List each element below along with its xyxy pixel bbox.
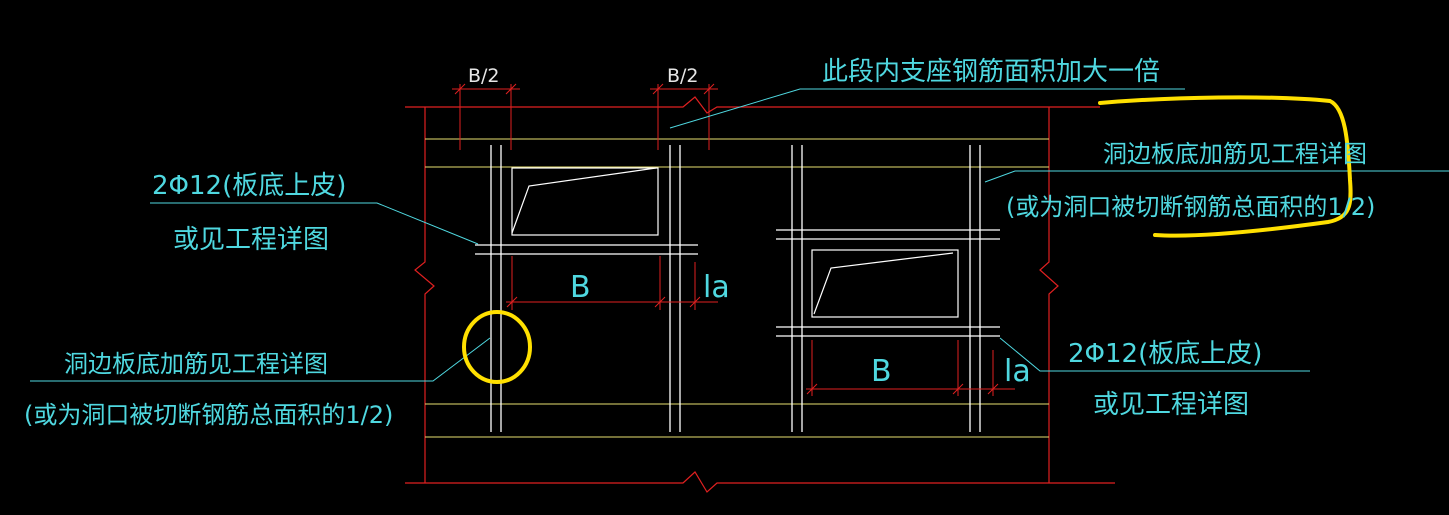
hole-right bbox=[811, 249, 959, 318]
right-rebar-label-line1: 2Φ12(板底上皮) bbox=[1068, 339, 1262, 369]
dim-la-left: la bbox=[703, 270, 730, 305]
slab-outline bbox=[405, 96, 1115, 493]
hole-left-break bbox=[511, 167, 657, 234]
dim-b-right: B bbox=[871, 354, 892, 389]
leader-left-hole bbox=[30, 337, 491, 382]
leader-right-rebar bbox=[999, 337, 1310, 372]
slab-bands bbox=[425, 138, 1049, 438]
slab-left-edge bbox=[414, 107, 435, 483]
slab-right-edge bbox=[1039, 107, 1059, 483]
hole-right-outline bbox=[811, 249, 959, 318]
dimension-lines bbox=[452, 83, 1015, 396]
highlight-circle bbox=[462, 310, 532, 384]
right-rebar-label-line2: 或见工程详图 bbox=[1093, 390, 1249, 420]
left-rebar-label-line1: 2Φ12(板底上皮) bbox=[152, 171, 346, 201]
rebar-lines bbox=[475, 145, 1000, 432]
leader-top-note bbox=[669, 88, 1185, 129]
leader-left-rebar bbox=[150, 202, 479, 245]
left-hole-note-line2: (或为洞口被切断钢筋总面积的1/2) bbox=[24, 401, 393, 429]
highlight-bracket bbox=[1098, 95, 1353, 238]
hole-left bbox=[511, 167, 659, 236]
left-rebar-label-line2: 或见工程详图 bbox=[173, 225, 329, 255]
highlight-marks bbox=[462, 95, 1353, 384]
dim-b-half-right: B/2 bbox=[667, 65, 699, 87]
leader-right-hole bbox=[984, 170, 1449, 183]
left-hole-note-line1: 洞边板底加筋见工程详图 bbox=[64, 350, 328, 378]
dim-b-left: B bbox=[570, 270, 591, 305]
top-note: 此段内支座钢筋面积加大一倍 bbox=[822, 57, 1160, 87]
dim-b-half-left: B/2 bbox=[468, 65, 500, 87]
hole-left-outline bbox=[511, 167, 659, 236]
leader-lines bbox=[30, 88, 1449, 382]
slab-top-edge bbox=[405, 96, 1100, 114]
right-hole-note-line2: (或为洞口被切断钢筋总面积的1/2) bbox=[1006, 193, 1375, 221]
hole-right-break bbox=[813, 252, 954, 315]
dim-la-right: la bbox=[1004, 354, 1031, 389]
right-hole-note-line1: 洞边板底加筋见工程详图 bbox=[1103, 140, 1367, 168]
slab-bottom-edge bbox=[405, 471, 1115, 493]
